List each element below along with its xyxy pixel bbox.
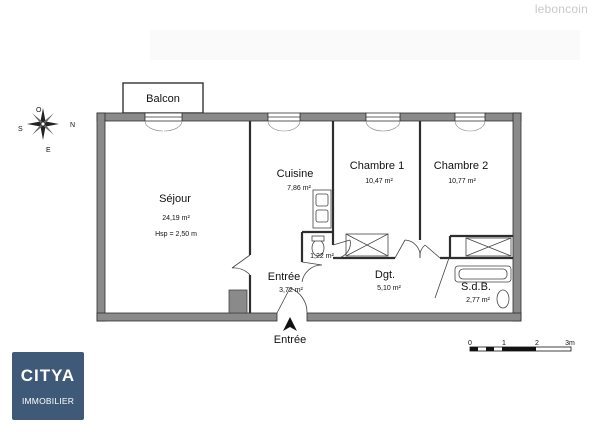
chambre1-area: 10,47 m²: [365, 178, 393, 185]
scale-tick-2: 2: [535, 340, 539, 347]
wc-area: 1,22 m²: [310, 253, 334, 260]
chambre2-area: 10,77 m²: [448, 178, 476, 185]
compass-label-s: S: [18, 126, 23, 133]
entrance-arrow: Entrée: [274, 317, 306, 346]
bath-fixtures: [454, 265, 512, 309]
compass-rose: O N S E: [18, 107, 75, 154]
sejour-label: Séjour: [159, 193, 191, 205]
interior-walls: [248, 121, 513, 313]
scale-tick-1: 1: [502, 340, 506, 347]
chambre1-label: Chambre 1: [350, 160, 404, 172]
chambre2-label: Chambre 2: [434, 160, 488, 172]
entree-area: 3,72 m²: [279, 287, 303, 294]
citya-logo: CITYA IMMOBILIER: [12, 352, 84, 420]
storage-units: [228, 233, 512, 314]
sdb-area: 2,77 m²: [466, 297, 490, 304]
scale-bar: 0 1 2 3m: [468, 340, 575, 352]
entree-room-label: Entrée: [268, 271, 300, 283]
kitchen-fixtures: [312, 189, 332, 229]
leboncoin-watermark: leboncoin: [534, 2, 588, 16]
compass-label-e: E: [46, 147, 51, 154]
sejour-height: Hsp = 2,50 m: [155, 231, 197, 238]
dgt-area: 5,10 m²: [377, 285, 401, 292]
balcon-room: Balcon: [122, 82, 204, 114]
header-watermark-band: [150, 30, 580, 60]
dgt-label: Dgt.: [375, 269, 395, 281]
cuisine-area: 7,86 m²: [287, 185, 311, 192]
exterior-walls: [96, 112, 522, 322]
entrance-label: Entrée: [274, 334, 306, 346]
sdb-label: S.d.B.: [461, 281, 491, 293]
compass-label-n: N: [70, 122, 75, 129]
scale-tick-3: 3m: [565, 340, 575, 347]
logo-line1: CITYA: [20, 366, 76, 385]
wc-fixture: [311, 235, 325, 257]
doors: [231, 239, 450, 314]
cuisine-label: Cuisine: [277, 168, 314, 180]
compass-label-o: O: [36, 107, 42, 114]
room-labels: Séjour 24,19 m² Hsp = 2,50 m Cuisine 7,8…: [155, 160, 491, 304]
logo-line2: IMMOBILIER: [21, 396, 75, 406]
windows: [144, 112, 486, 122]
window-swings: [144, 120, 486, 132]
sejour-area: 24,19 m²: [162, 215, 190, 222]
balcon-label: Balcon: [146, 93, 180, 105]
scale-tick-0: 0: [468, 340, 472, 347]
